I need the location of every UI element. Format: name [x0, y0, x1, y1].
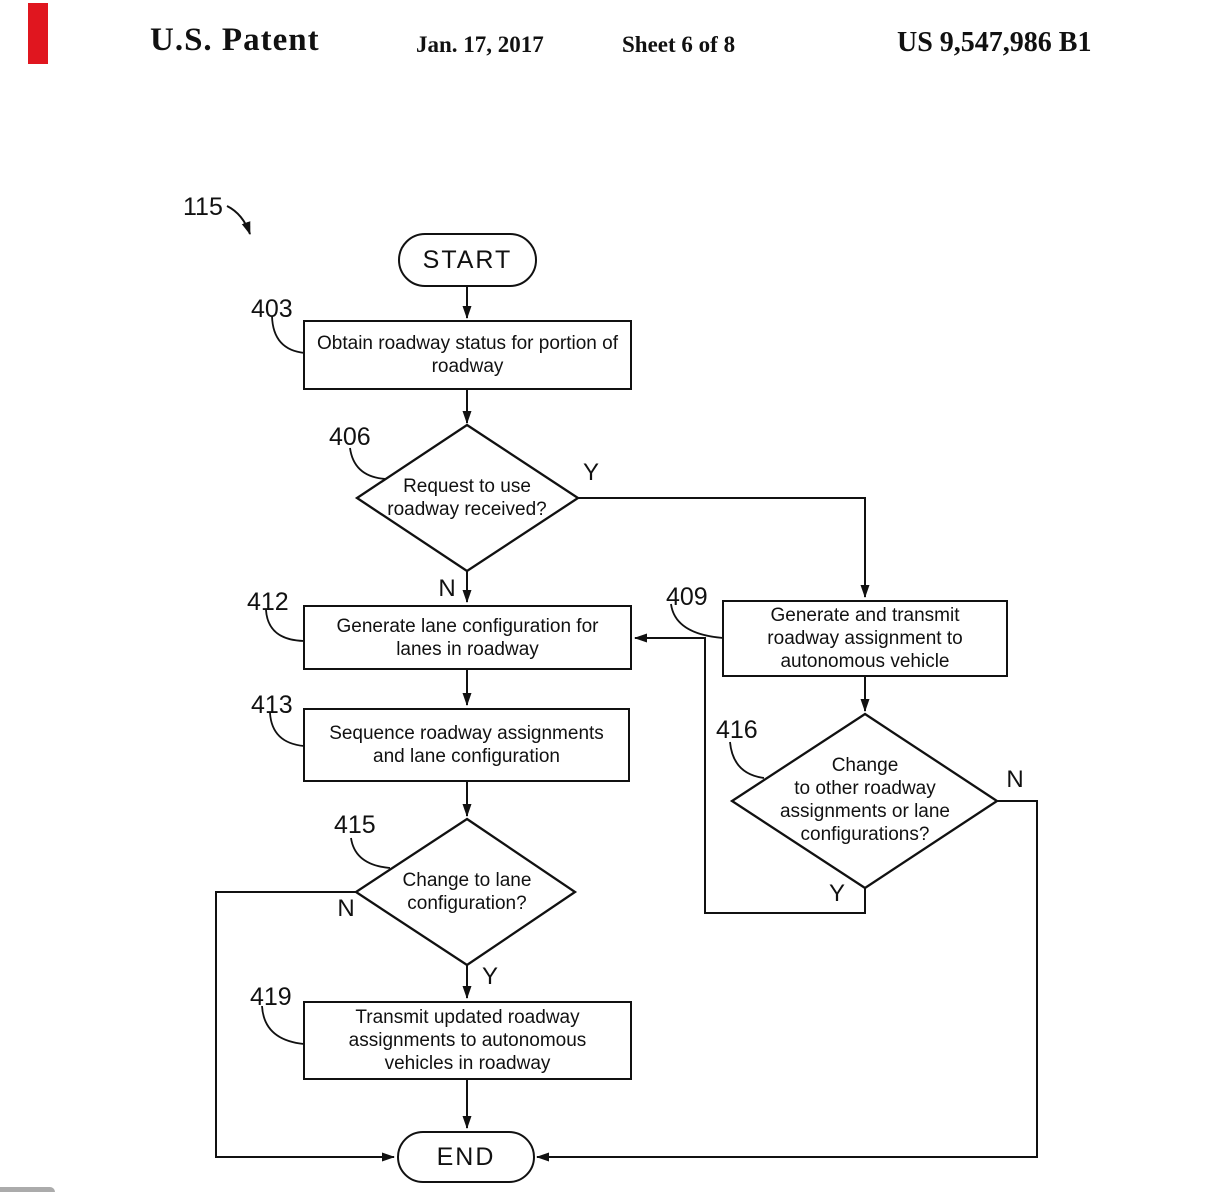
figure-ref-115: 115	[183, 193, 223, 221]
flowchart-node-415-label: Change to lane configuration?	[402, 870, 532, 914]
red-marker	[28, 3, 48, 64]
callout-hook-413	[269, 712, 305, 747]
branch-label-406-no: N	[438, 575, 456, 602]
figure-115-arrow	[226, 205, 251, 235]
edge-406-yes-to-409	[578, 497, 870, 598]
patent-header-date: Jan. 17, 2017	[416, 32, 544, 57]
branch-label-415-no: N	[337, 895, 355, 922]
ref-label-412: 412	[247, 588, 289, 616]
patent-header-title: U.S. Patent	[150, 22, 320, 58]
edge-416-no-to-end	[536, 800, 1038, 1162]
branch-label-416-no: N	[1006, 766, 1024, 793]
ref-label-413: 413	[251, 691, 293, 719]
flowchart-node-409: Generate and transmit roadway assignment…	[722, 600, 1008, 677]
flowchart-node-413: Sequence roadway assignments and lane co…	[303, 708, 630, 782]
branch-label-415-yes: Y	[481, 963, 498, 990]
edge-415-no-to-end	[215, 891, 395, 1162]
horizontal-scrollbar-thumb[interactable]	[0, 1187, 55, 1192]
patent-header-number: US 9,547,986 B1	[897, 27, 1092, 58]
branch-label-416-yes: Y	[828, 880, 845, 907]
ref-label-415: 415	[334, 811, 376, 839]
flowchart-node-412: Generate lane configuration for lanes in…	[303, 605, 632, 670]
flowchart-node-end: END	[397, 1131, 535, 1183]
ref-label-416: 416	[716, 716, 758, 744]
flowchart-node-419: Transmit updated roadway assignments to …	[303, 1001, 632, 1080]
edge-416-yes-to-412	[634, 633, 866, 914]
callout-hook-412	[265, 609, 305, 642]
callout-hook-416	[729, 741, 765, 779]
callout-hook-419	[261, 1005, 305, 1045]
flowchart-node-406-label: Request to use roadway received?	[387, 476, 547, 520]
callout-hook-415	[350, 837, 391, 869]
ref-label-403: 403	[251, 295, 293, 323]
ref-label-406: 406	[329, 423, 371, 451]
ref-label-409: 409	[666, 583, 708, 611]
flowchart-node-start: START	[398, 233, 537, 287]
ref-label-419: 419	[250, 983, 292, 1011]
flowchart-node-403: Obtain roadway status for portion of roa…	[303, 320, 632, 390]
flowchart-node-416-label: Change to other roadway assignments or l…	[779, 755, 951, 845]
patent-header-sheet: Sheet 6 of 8	[622, 32, 736, 57]
callout-hook-403	[271, 315, 306, 354]
callout-hook-409	[670, 603, 724, 639]
branch-label-406-yes: Y	[582, 459, 599, 486]
callout-hook-406	[349, 447, 387, 480]
